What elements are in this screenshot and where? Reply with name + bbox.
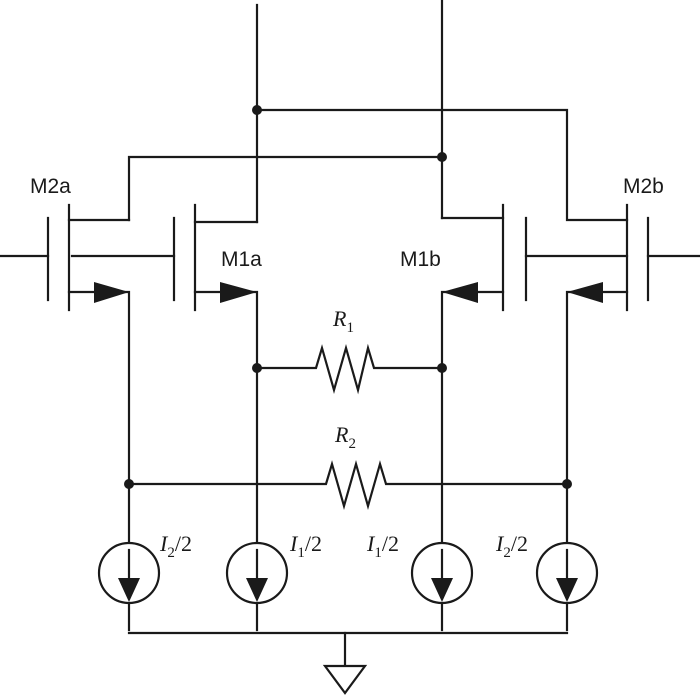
transistor-m1b [440,203,629,632]
label-r1: R1 [332,306,354,336]
m1a-arrow-icon [220,282,257,303]
source-arrow-icon [431,578,453,602]
current-source-1 [97,541,161,605]
m2b-arrow-icon [567,282,603,303]
label-m2a: M2a [30,175,71,198]
label-r2: R2 [334,422,356,452]
label-m2b: M2b [623,175,664,198]
resistor-r1 [255,343,444,395]
label-source-4: I2/2 [495,531,528,561]
label-source-3: I1/2 [366,531,399,561]
current-source-3 [410,541,474,605]
current-source-4 [535,541,599,605]
m2a-arrow-icon [94,282,129,303]
transistor-m2a [0,203,131,632]
label-source-1: I2/2 [159,531,192,561]
transistor-m2b [565,203,700,632]
source-arrow-icon [556,578,578,602]
ground [127,631,569,695]
label-m1b: M1b [400,248,441,271]
top-wires [127,0,629,224]
junction-dots [124,105,572,489]
resistor-r2 [127,459,569,511]
label-m1a: M1a [221,248,262,271]
m1b-arrow-icon [442,282,478,303]
label-source-2: I1/2 [289,531,322,561]
current-source-2 [225,541,289,605]
transistor-m1a [70,203,259,632]
source-arrow-icon [118,578,140,602]
ground-icon [322,664,368,695]
source-arrow-icon [246,578,268,602]
